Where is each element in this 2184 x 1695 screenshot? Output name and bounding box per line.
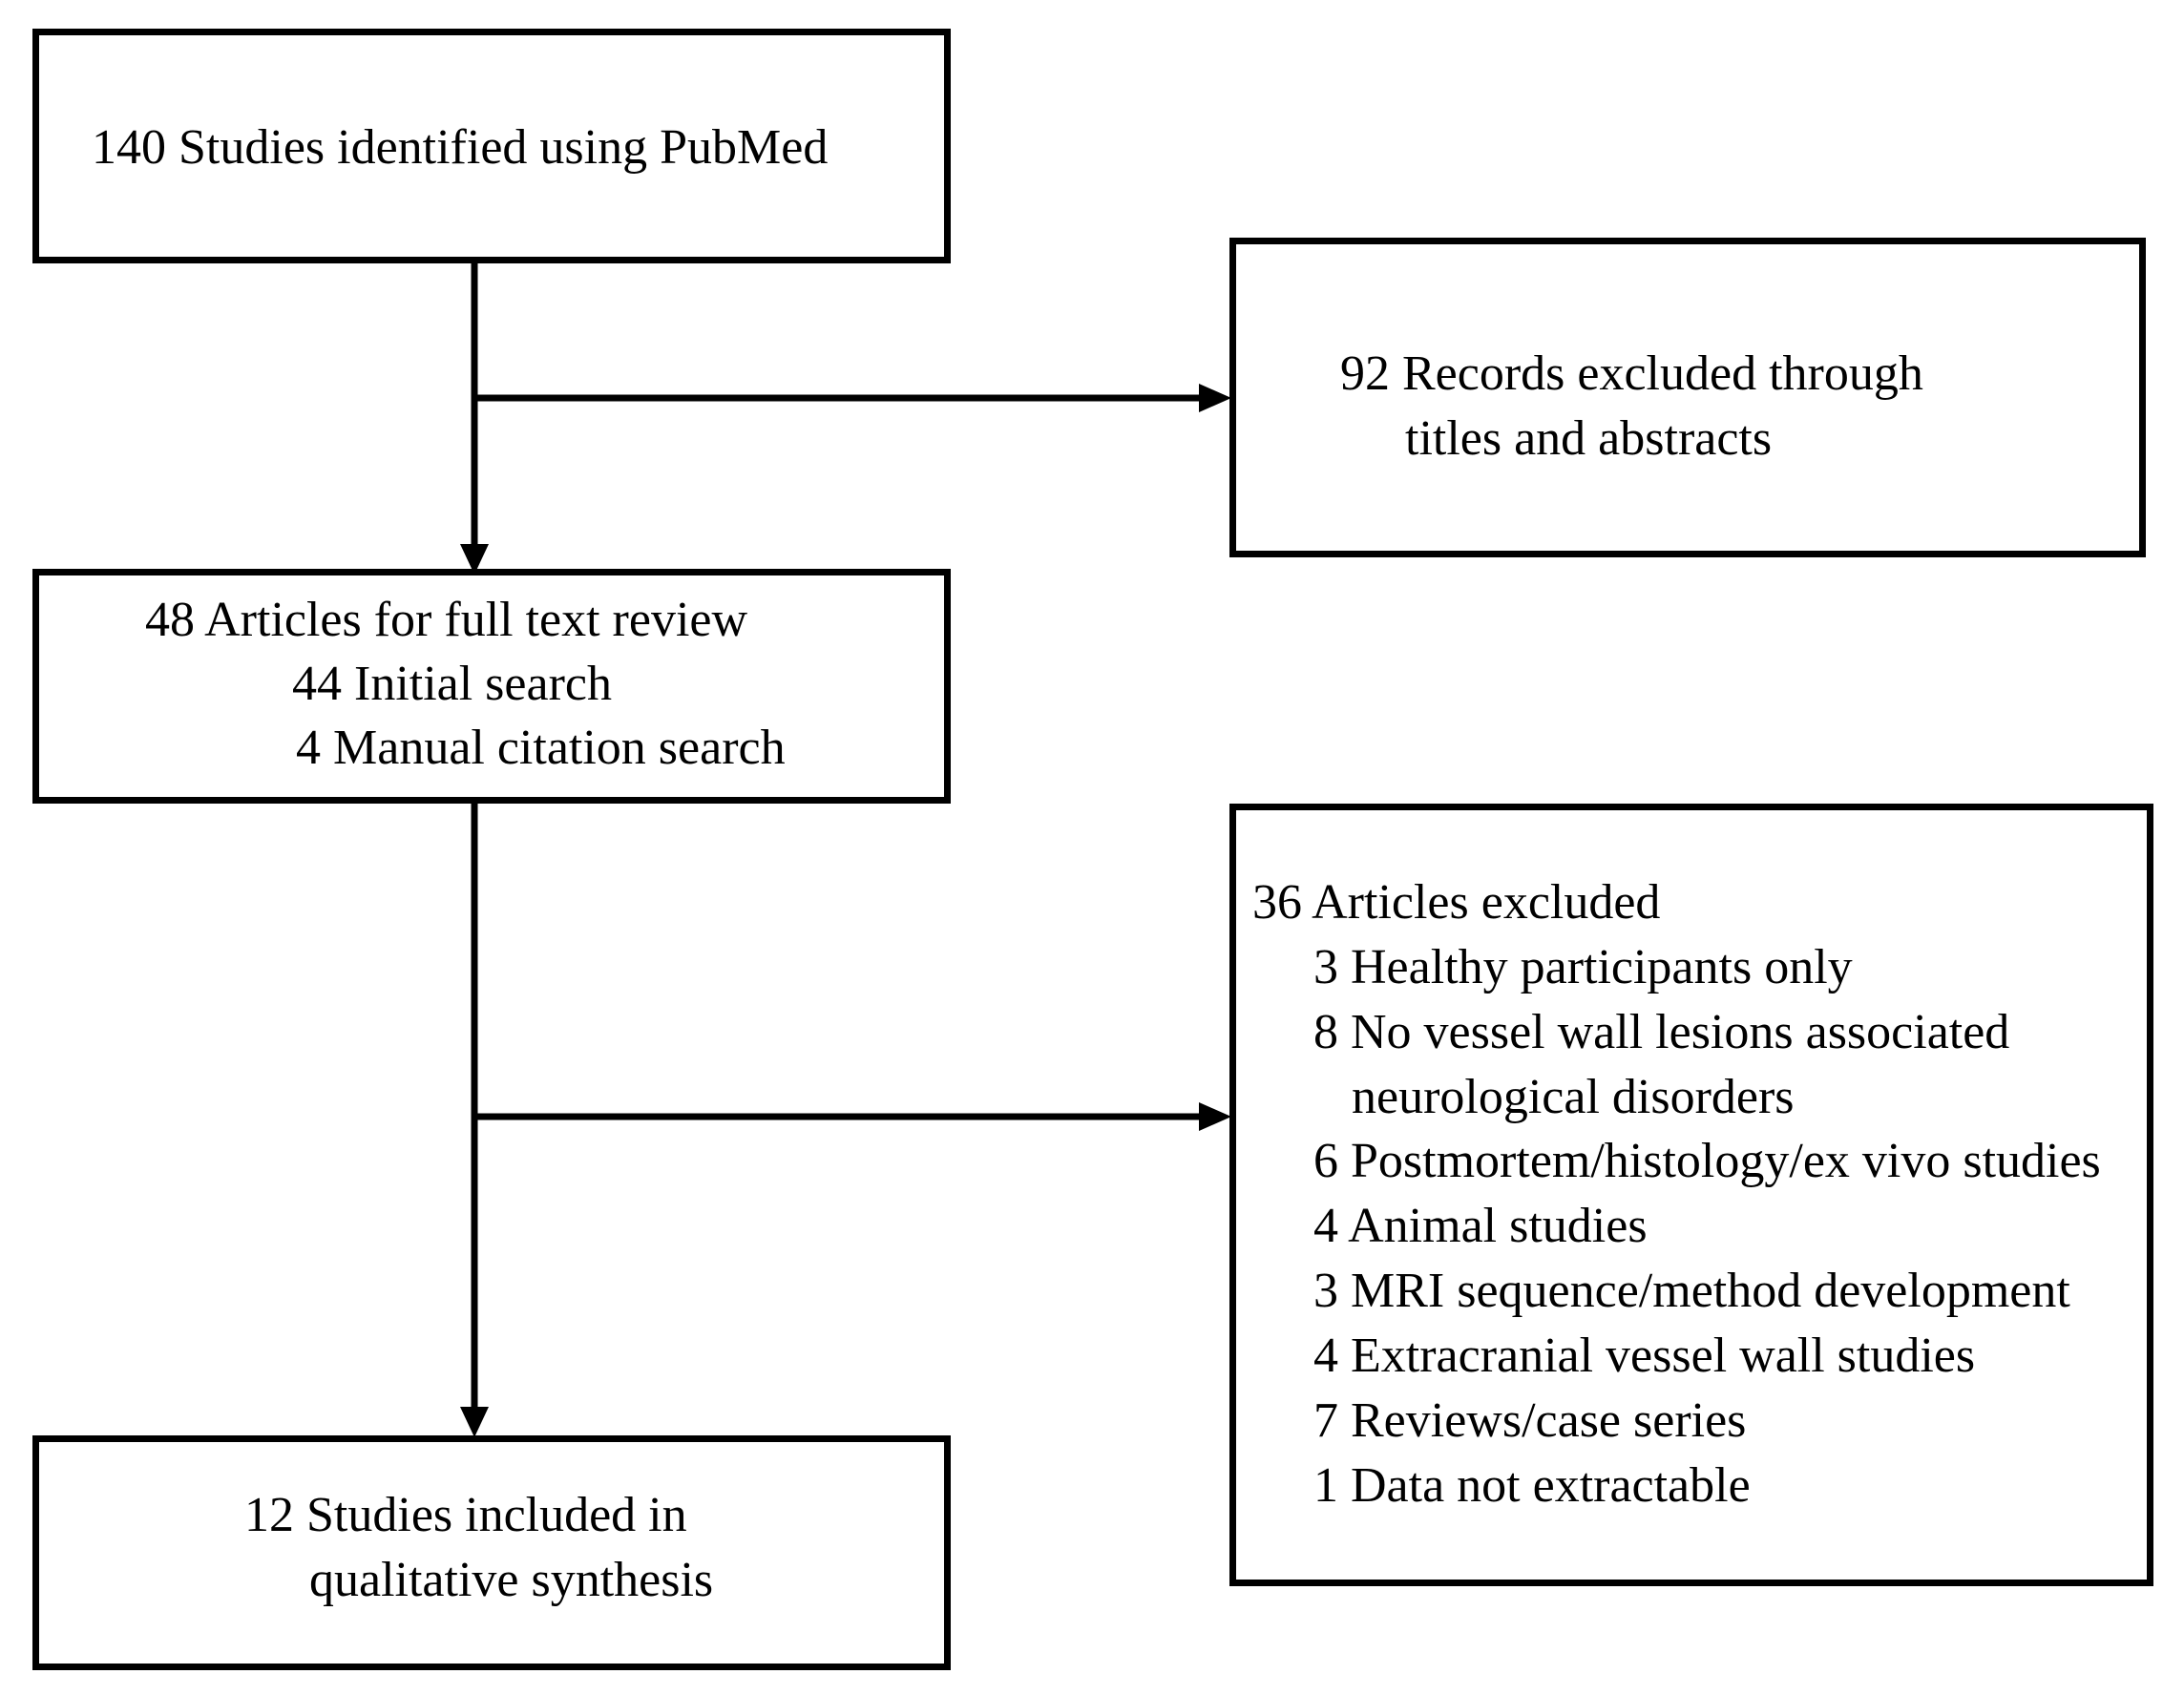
included-box <box>32 1435 951 1670</box>
excluded-titles-box <box>1229 238 2146 557</box>
exclusion-reason: 1 Data not extractable <box>1313 1458 1751 1513</box>
included-line1: 12 Studies included in <box>244 1488 687 1542</box>
identified-text: 140 Studies identified using PubMed <box>92 120 829 175</box>
full-text-box <box>32 569 951 804</box>
full-text-line2: 44 Initial search <box>292 657 612 711</box>
exclusion-reason: 8 No vessel wall lesions associated <box>1313 1005 2010 1059</box>
exclusion-reason: 7 Reviews/case series <box>1313 1393 1747 1448</box>
identified-box <box>32 29 951 263</box>
full-text-line1: 48 Articles for full text review <box>145 593 748 647</box>
exclusion-reason-continued: neurological disorders <box>1352 1070 1795 1124</box>
excluded-articles-heading: 36 Articles excluded <box>1252 875 1661 930</box>
arrowhead-right-1 <box>1199 384 1231 412</box>
exclusion-reason: 4 Extracranial vessel wall studies <box>1313 1329 1976 1383</box>
exclusion-reason: 3 Healthy participants only <box>1313 940 1853 994</box>
full-text-line3: 4 Manual citation search <box>296 721 786 775</box>
exclusion-reason: 4 Animal studies <box>1313 1199 1648 1253</box>
included-line2: qualitative synthesis <box>309 1553 714 1607</box>
arrowhead-down-1 <box>460 544 489 575</box>
arrowhead-down-2 <box>460 1407 489 1437</box>
excluded-titles-line1: 92 Records excluded through <box>1340 346 1923 401</box>
exclusion-reason: 6 Postmortem/histology/ex vivo studies <box>1313 1134 2101 1188</box>
exclusion-reason: 3 MRI sequence/method development <box>1313 1264 2070 1318</box>
arrowhead-right-2 <box>1199 1102 1231 1131</box>
excluded-articles-box <box>1229 804 2153 1586</box>
excluded-titles-line2: titles and abstracts <box>1405 411 1773 466</box>
